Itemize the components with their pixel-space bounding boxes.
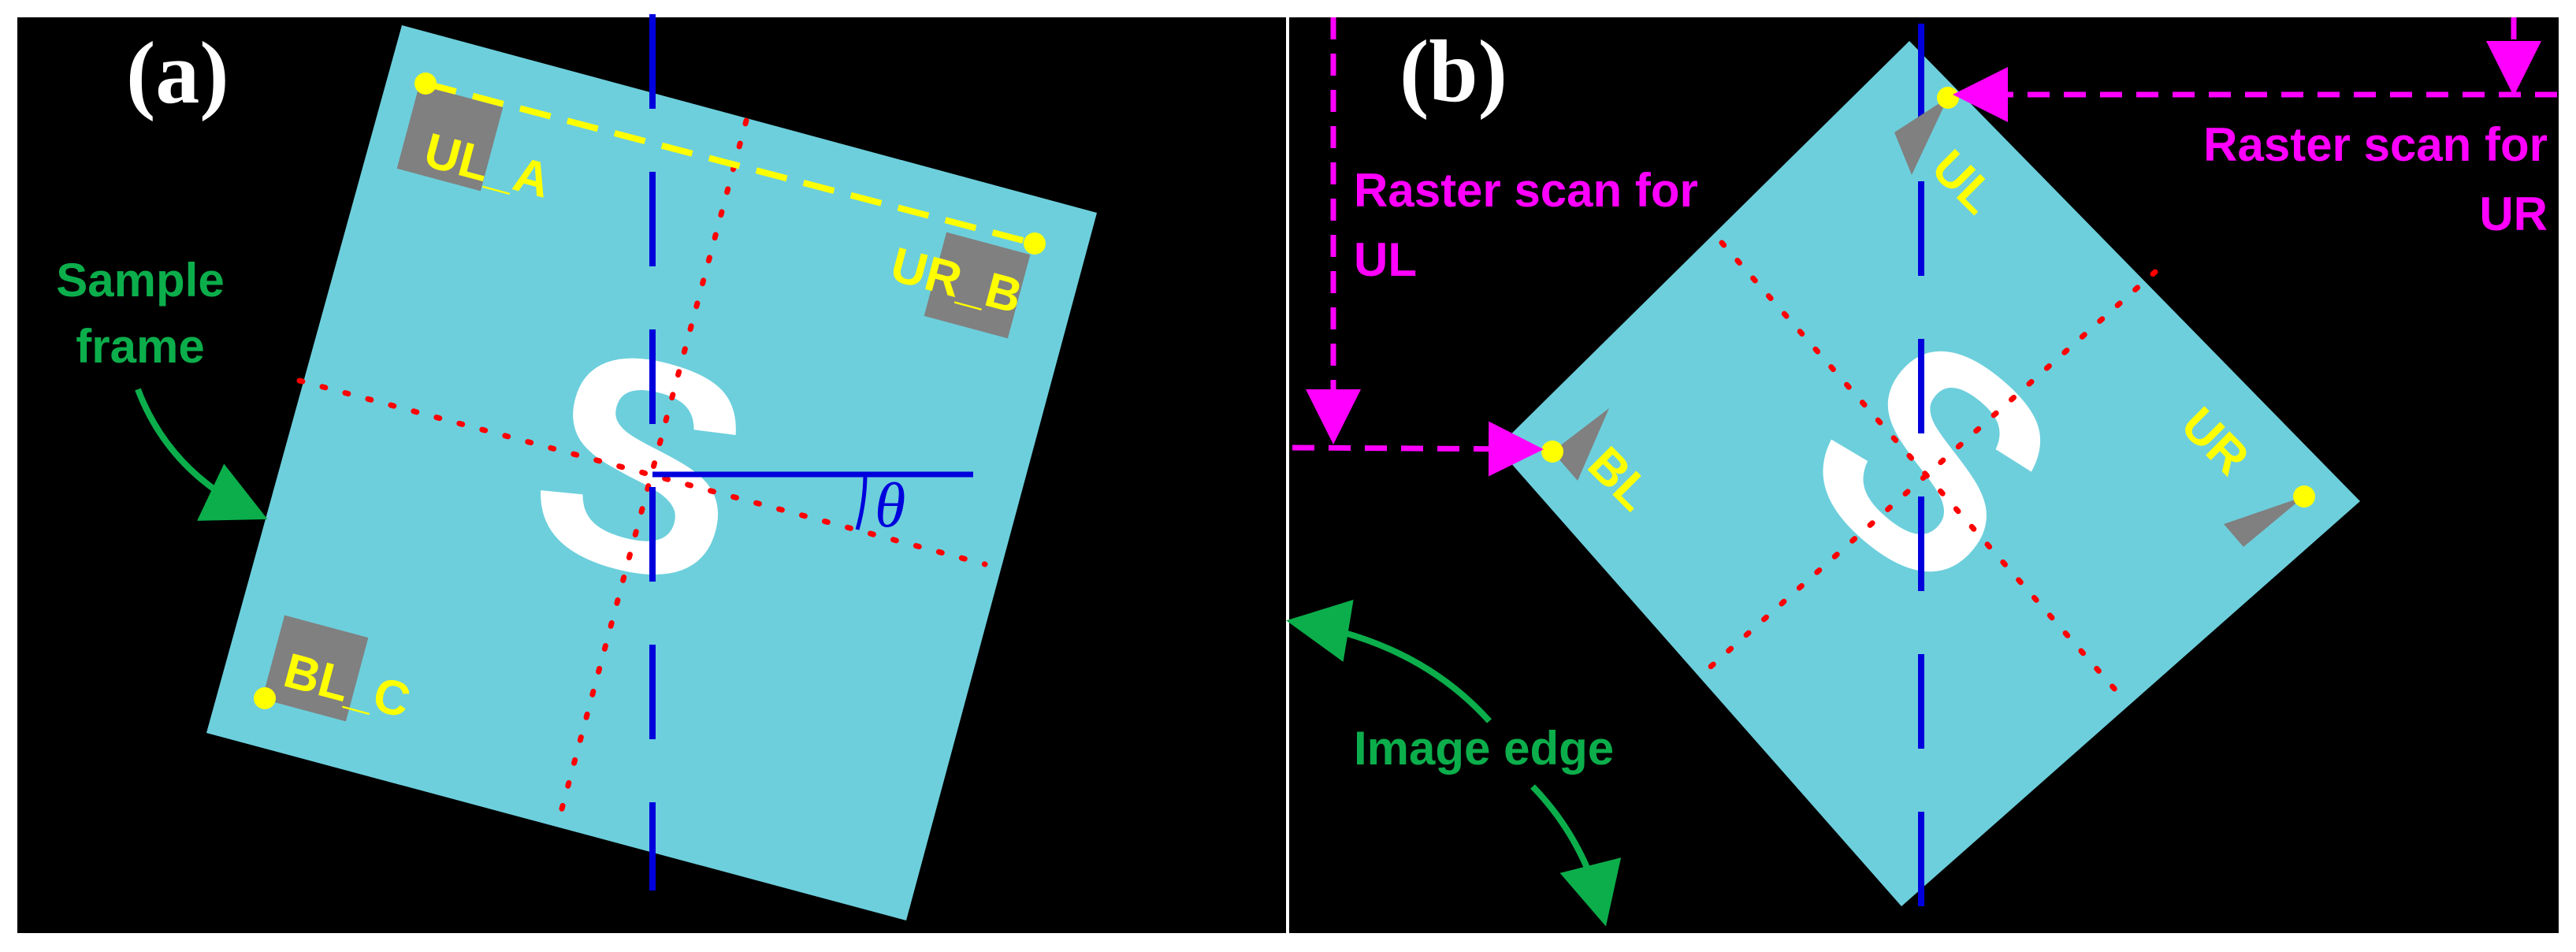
dotted-line-b-1	[1719, 240, 2131, 707]
sample-frame-annotation-line1: Sample	[56, 254, 224, 307]
raster-ur-label-line1: Raster scan for	[2203, 118, 2548, 171]
panel-a-label: (a)	[126, 24, 229, 122]
dotted-line-a-horizontal	[296, 377, 988, 567]
sample-frame-a	[206, 25, 1097, 920]
dotted-line-b-2	[1695, 269, 2158, 681]
marker-square-ur-b	[924, 232, 1031, 339]
dot-ul	[1937, 87, 1959, 109]
marker-square-ul-a	[396, 84, 504, 192]
raster-ul-label-line2: UL	[1354, 233, 1417, 286]
dot-ur	[2293, 485, 2315, 508]
dot-bl	[1541, 441, 1563, 463]
yellow-dashed-line	[424, 80, 1036, 247]
marker-triangle-ul	[1894, 98, 1948, 175]
dot-ul-a	[414, 73, 437, 95]
image-edge-annotation: Image edge	[1354, 722, 1614, 775]
marker-triangle-bl	[1552, 408, 1609, 481]
marker-triangle-ur	[2224, 496, 2304, 547]
theta-arc	[855, 475, 868, 530]
theta-label: θ	[875, 471, 905, 541]
dotted-line-a-vertical	[558, 117, 749, 815]
raster-ul-horizontal	[1292, 421, 1544, 477]
panel-a: S θ UL_A UR_B BL_C (a) Sample frame	[17, 14, 1286, 933]
panel-b-label: (b)	[1400, 23, 1507, 121]
raster-ul-label-line1: Raster scan for	[1354, 164, 1698, 217]
panel-b: S UL BL UR Raster scan for UL Raster sca…	[1286, 17, 2559, 933]
sample-frame-arrow	[135, 388, 268, 521]
sample-frame-annotation-line2: frame	[76, 320, 204, 373]
marker-square-bl-c	[262, 615, 369, 722]
raster-ur-label-line2: UR	[2479, 188, 2548, 240]
dot-bl-c	[254, 687, 276, 709]
image-edge-arrow-down	[1530, 784, 1622, 927]
image-edge-arrow-left	[1286, 599, 1492, 723]
dot-ur-b	[1024, 232, 1046, 255]
